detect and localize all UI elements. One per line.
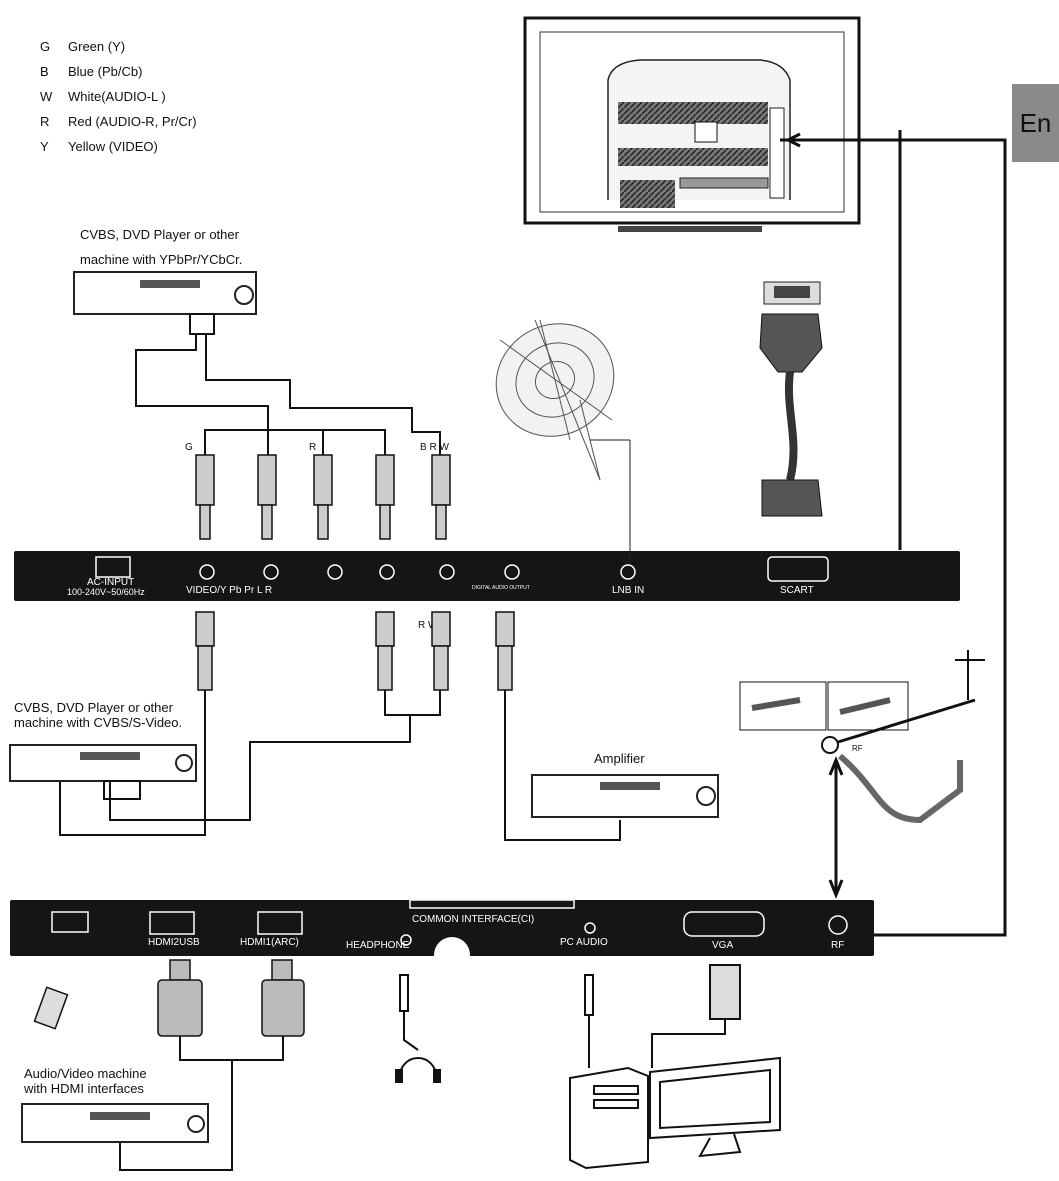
cvbs-dvd-player <box>9 744 197 800</box>
hdmi-plugs <box>157 959 305 1037</box>
caption-line: machine with CVBS/S-Video. <box>14 715 183 730</box>
headphone-icon <box>395 974 441 1083</box>
hdmi2usb-label: HDMI2USB <box>148 937 200 948</box>
plug-marker-ryw: R W <box>418 620 438 631</box>
hdmi-av-device <box>21 1103 209 1143</box>
component-dvd-player <box>73 271 257 335</box>
legend-code: B <box>40 64 49 79</box>
legend-text: Green (Y) <box>68 39 126 54</box>
legend-row-green: G Green (Y) <box>40 34 197 59</box>
plug-marker-r: R <box>309 442 317 453</box>
hdmi1-arc-label: HDMI1(ARC) <box>240 937 299 948</box>
scart-label: SCART <box>780 585 814 596</box>
legend-row-blue: B Blue (Pb/Cb) <box>40 59 197 84</box>
rf-label: RF <box>831 940 845 951</box>
legend-row-red: R Red (AUDIO-R, Pr/Cr) <box>40 109 197 134</box>
usb-stick <box>33 986 69 1030</box>
vga-label: VGA <box>712 940 734 951</box>
amplifier-device <box>531 774 719 818</box>
caption-line: CVBS, DVD Player or other <box>80 227 239 242</box>
color-legend: G Green (Y) B Blue (Pb/Cb) W White(AUDIO-L … <box>40 34 197 159</box>
video-group-label: VIDEO/Y Pb Pr L R <box>186 585 273 596</box>
caption-line: machine with YPbPr/YCbCr. <box>80 252 243 267</box>
language-tab: En <box>1012 84 1059 162</box>
hdmi-cables <box>119 1036 284 1171</box>
ac-rating-label: 100-240V~50/60Hz <box>67 587 145 597</box>
legend-row-white: W White(AUDIO-L ) <box>40 84 197 109</box>
component-source-caption: CVBS, DVD Player or other machine with Y… <box>80 222 242 272</box>
hdmi-source-caption: Audio/Video machine with HDMI interfaces <box>24 1066 147 1096</box>
legend-text: Yellow (VIDEO) <box>68 139 158 154</box>
caption-line: CVBS, DVD Player or other <box>14 700 173 715</box>
component-cables <box>135 334 441 455</box>
digital-audio-label: DIGITAL AUDIO OUTPUT <box>472 585 530 591</box>
caption-line: Audio/Video machine <box>24 1066 147 1081</box>
rear-input-panel <box>14 551 960 601</box>
legend-code: W <box>40 89 53 104</box>
legend-code: G <box>40 39 51 54</box>
ac-input-label: AC-INPUT <box>87 577 135 588</box>
legend-row-yellow: Y Yellow (VIDEO) <box>40 134 197 159</box>
legend-code: Y <box>40 139 49 154</box>
antenna-rf-marker: RF <box>852 744 863 753</box>
legend-text: White(AUDIO-L ) <box>68 89 166 104</box>
tv-rear-view <box>523 16 861 232</box>
amplifier-caption: Amplifier <box>594 751 645 766</box>
bottom-panel-ports <box>51 899 848 946</box>
headphone-label: HEADPHONE <box>346 940 410 951</box>
cvbs-audio-plugs <box>195 611 515 691</box>
component-plugs <box>195 454 451 540</box>
top-panel-jacks <box>95 556 829 582</box>
common-interface-label: COMMON INTERFACE(CI) <box>412 914 535 925</box>
scart-cable <box>759 130 902 550</box>
legend-code: R <box>40 114 50 129</box>
pc-audio-label: PC AUDIO <box>560 937 608 948</box>
antenna-connection <box>739 132 1007 937</box>
cvbs-source-caption: CVBS, DVD Player or other machine with C… <box>14 700 182 730</box>
lnb-in-label: LNB IN <box>612 585 645 596</box>
legend-text: Red (AUDIO-R, Pr/Cr) <box>68 114 197 129</box>
satellite-dish <box>495 319 631 562</box>
pc-computer <box>569 964 781 1170</box>
cvbs-cables <box>59 690 621 841</box>
panel-notch <box>434 937 470 973</box>
legend-text: Blue (Pb/Cb) <box>68 64 143 79</box>
caption-line: with HDMI interfaces <box>24 1081 144 1096</box>
plug-marker-g: G <box>185 442 193 453</box>
plug-marker-brw: B R W <box>420 442 449 453</box>
